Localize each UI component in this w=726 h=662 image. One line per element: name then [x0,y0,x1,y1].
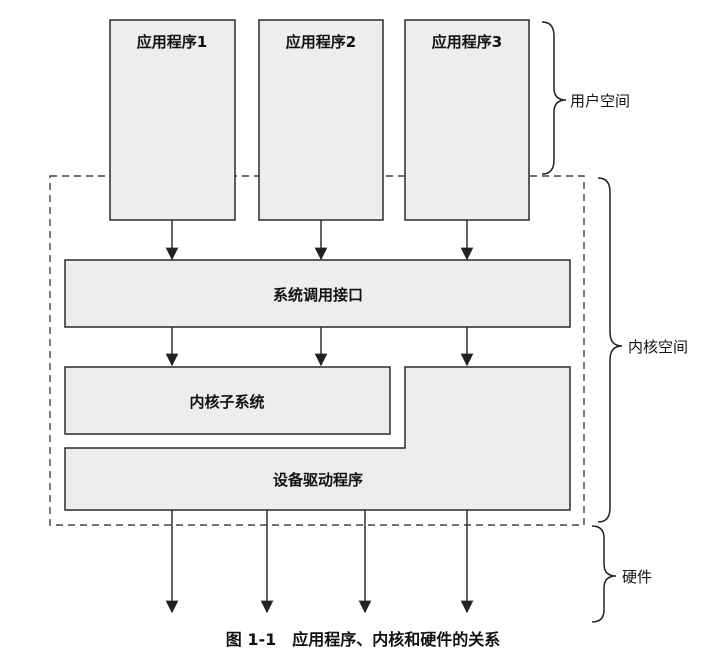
kernel-subsystem-label: 内核子系统 [189,393,264,411]
app-box-1 [109,19,236,221]
device-driver-label: 设备驱动程序 [273,471,363,489]
device-driver-box [64,366,571,511]
user-space-label: 用户空间 [570,92,630,110]
app-box-2 [258,19,384,221]
app-label-3: 应用程序3 [432,33,502,51]
syscall-label: 系统调用接口 [273,286,363,304]
kernel-space-label: 内核空间 [628,338,688,356]
kernel-space-brace [597,177,623,523]
user-space-brace [541,21,567,175]
hardware-label: 硬件 [622,568,652,586]
hardware-brace [591,525,617,623]
syscall-box [64,259,571,328]
app-label-1: 应用程序1 [137,33,207,51]
app-label-2: 应用程序2 [286,33,356,51]
kernel-subsystem-box [64,366,391,435]
figure-caption: 图 1-1 应用程序、内核和硬件的关系 [226,630,500,649]
